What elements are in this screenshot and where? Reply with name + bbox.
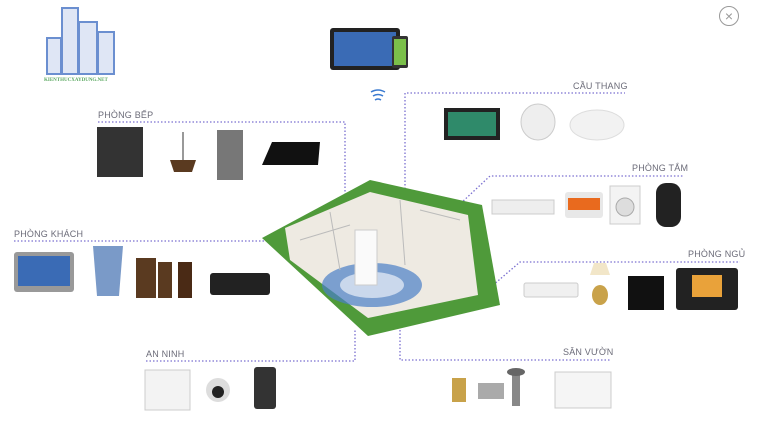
room-label-stairs: CẦU THANG <box>573 81 628 91</box>
stairs-devices <box>444 103 625 141</box>
room-label-bedroom: PHÒNG NGỦ <box>688 249 746 259</box>
curtain-device <box>93 246 123 296</box>
wifi-icon <box>370 89 386 101</box>
room-label-living-room: PHÒNG KHÁCH <box>14 229 84 239</box>
tablet-phone-device <box>330 28 408 70</box>
garden-devices <box>452 368 612 409</box>
bedroom-devices <box>523 263 738 310</box>
bathroom-devices <box>491 183 681 227</box>
pendant-lamp-device <box>170 160 196 172</box>
room-label-kitchen: PHÒNG BẾP <box>98 110 154 120</box>
room-label-garden: SÂN VƯỜN <box>563 347 614 357</box>
security-devices <box>144 367 276 411</box>
kitchen-devices <box>97 127 320 180</box>
room-label-bathroom: PHÒNG TẮM <box>632 163 689 173</box>
connector-lines <box>14 92 740 362</box>
living-room-devices <box>14 246 270 298</box>
refrigerator-device <box>217 130 243 180</box>
logo-buildings-icon <box>46 7 115 75</box>
close-button[interactable]: × <box>719 6 739 26</box>
room-label-security: AN NINH <box>146 349 185 359</box>
house-3d-model <box>262 180 500 336</box>
cooktop-device <box>262 142 320 165</box>
logo-text: KIENTHUCXAYDUNG.NET <box>44 78 108 83</box>
wall-switch-device <box>97 127 143 177</box>
